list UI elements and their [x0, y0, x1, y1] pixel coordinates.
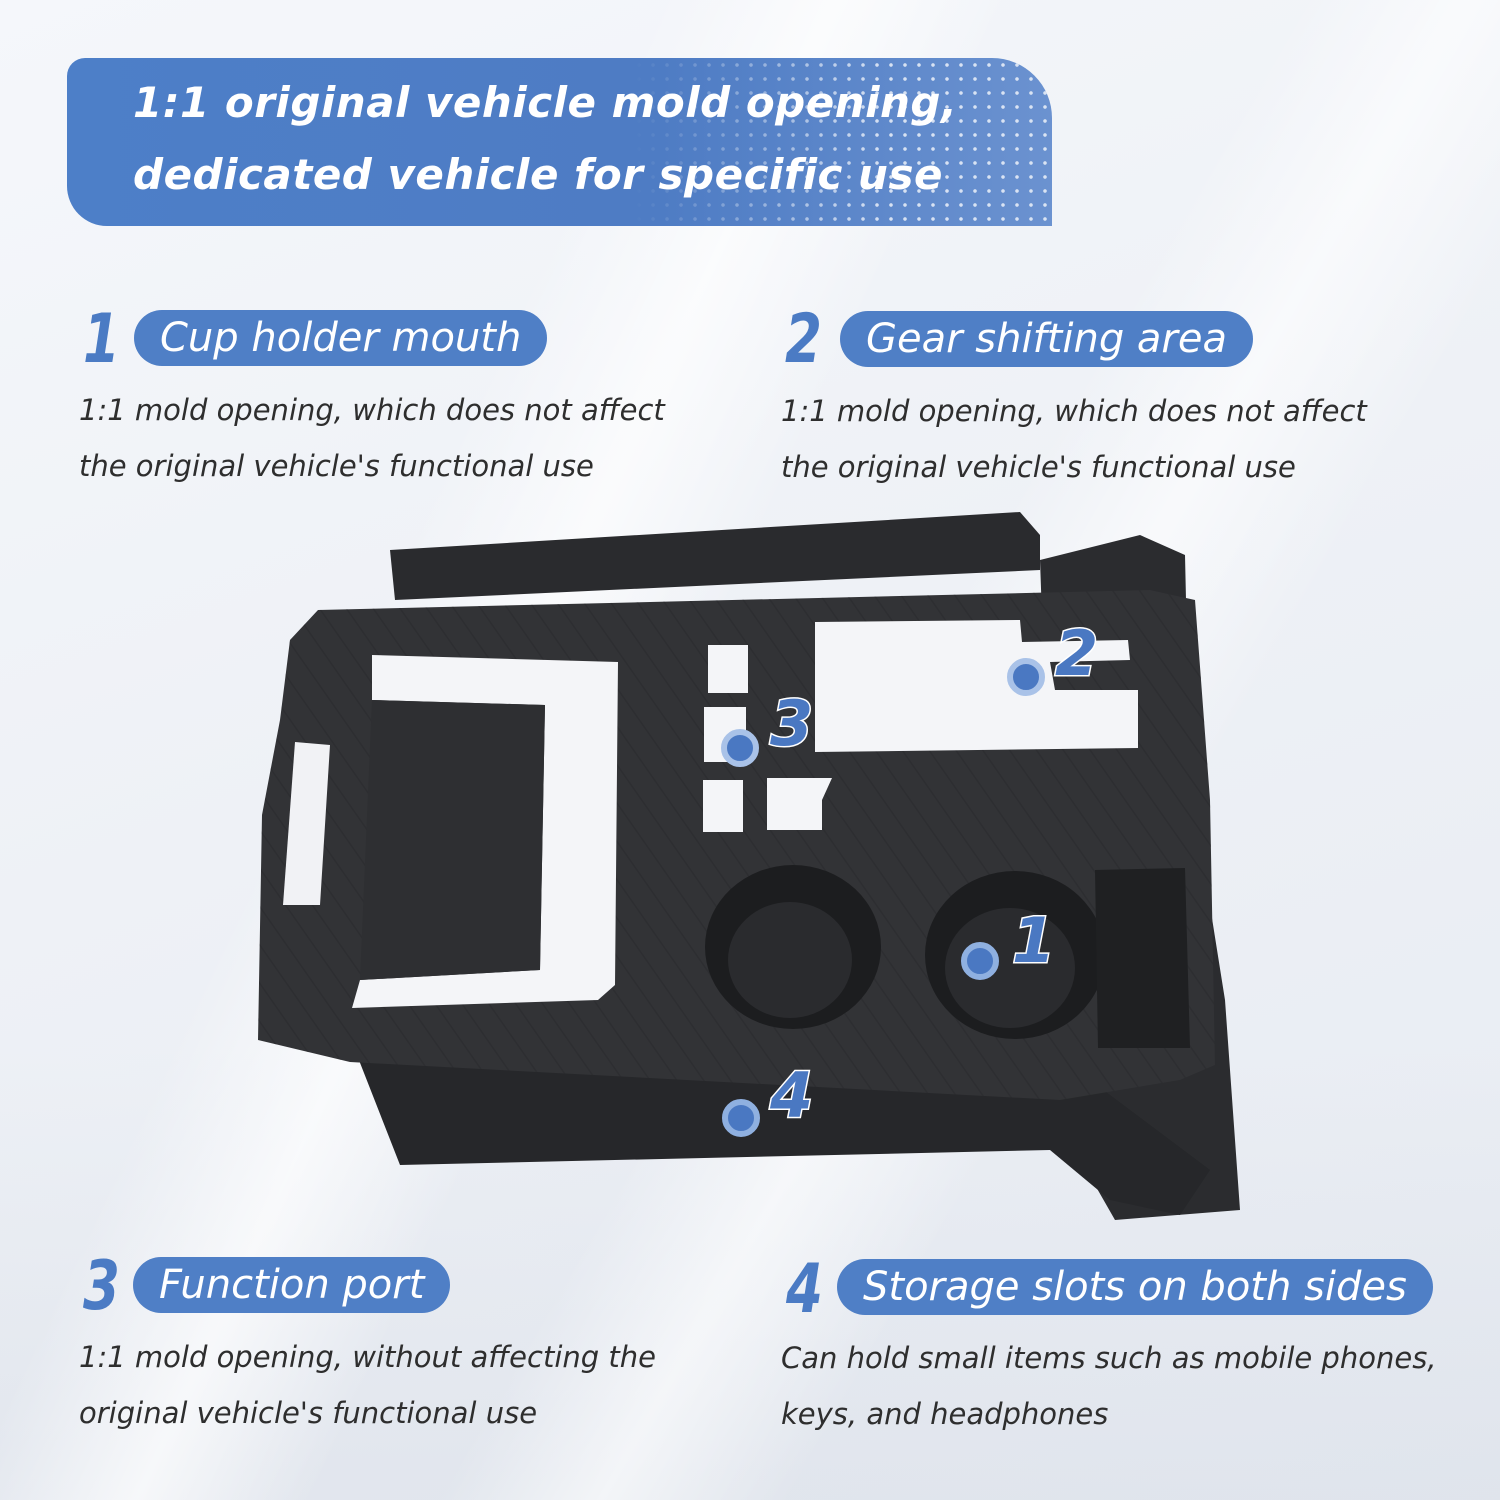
left-side-window: [283, 742, 330, 905]
feature-desc-4-line-2: keys, and headphones: [781, 1397, 1109, 1431]
callout-dot-1: [961, 942, 999, 980]
function-port-3: [703, 780, 743, 832]
callout-number-4: 4: [769, 1059, 813, 1132]
callout-number-3: 3: [770, 687, 813, 760]
feature-desc-3-line-2: original vehicle's functional use: [79, 1396, 538, 1430]
feature-number-1: 1: [83, 300, 120, 379]
feature-title-gear-shifting: Gear shifting area: [840, 311, 1253, 367]
screen-cutout: [352, 655, 618, 1008]
rear-storage-tray: [390, 512, 1040, 600]
feature-desc-3-line-1: 1:1 mold opening, without affecting the: [79, 1340, 656, 1374]
feature-title-storage-slots: Storage slots on both sides: [837, 1259, 1433, 1315]
feature-number-2: 2: [785, 300, 822, 379]
function-port-1: [708, 645, 748, 693]
callout-number-2: 2: [1055, 617, 1098, 690]
callout-dot-4: [722, 1099, 760, 1137]
header-banner: [67, 58, 1052, 226]
callout-dot-2: [1007, 658, 1045, 696]
feature-title-cup-holder: Cup holder mouth: [134, 310, 548, 366]
feature-desc-2-line-2: the original vehicle's functional use: [781, 450, 1296, 484]
cup-holder-side-pocket: [1095, 868, 1190, 1048]
feature-number-3: 3: [83, 1247, 120, 1326]
banner-title-line-1: 1:1 original vehicle mold opening,: [133, 78, 958, 127]
banner-dot-pattern: [632, 58, 1052, 226]
feature-desc-4-line-1: Can hold small items such as mobile phon…: [781, 1341, 1437, 1375]
feature-title-function-port: Function port: [133, 1257, 451, 1313]
feature-desc-2-line-1: 1:1 mold opening, which does not affect: [781, 394, 1367, 428]
gear-shift-cutout: [815, 620, 1138, 752]
feature-desc-1-line-2: the original vehicle's functional use: [79, 449, 594, 483]
banner-title-line-2: dedicated vehicle for specific use: [133, 150, 943, 199]
function-port-4: [767, 778, 832, 830]
callout-dot-3: [721, 729, 759, 767]
feature-desc-1-line-1: 1:1 mold opening, which does not affect: [79, 393, 665, 427]
callout-number-1: 1: [1012, 904, 1055, 977]
feature-number-4: 4: [786, 1250, 823, 1329]
